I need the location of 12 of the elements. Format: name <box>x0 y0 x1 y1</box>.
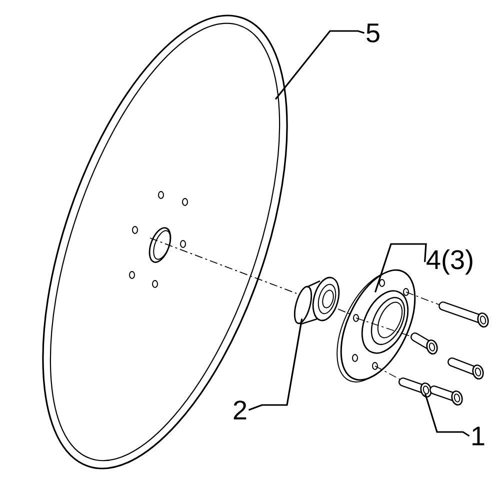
leader-line <box>374 243 427 293</box>
callout-number: 2 <box>234 400 246 420</box>
leader-line <box>274 30 365 100</box>
bearing-drawing <box>294 276 350 325</box>
flange-drawing <box>336 269 416 382</box>
callout-number: 1 <box>472 426 484 446</box>
leader-line <box>248 318 303 411</box>
callout-number: 5 <box>366 24 380 42</box>
leader-line <box>424 393 470 437</box>
bolt-drawing <box>356 292 489 406</box>
callout-number: 4(3) <box>426 249 472 275</box>
disc-drawing <box>42 14 298 470</box>
